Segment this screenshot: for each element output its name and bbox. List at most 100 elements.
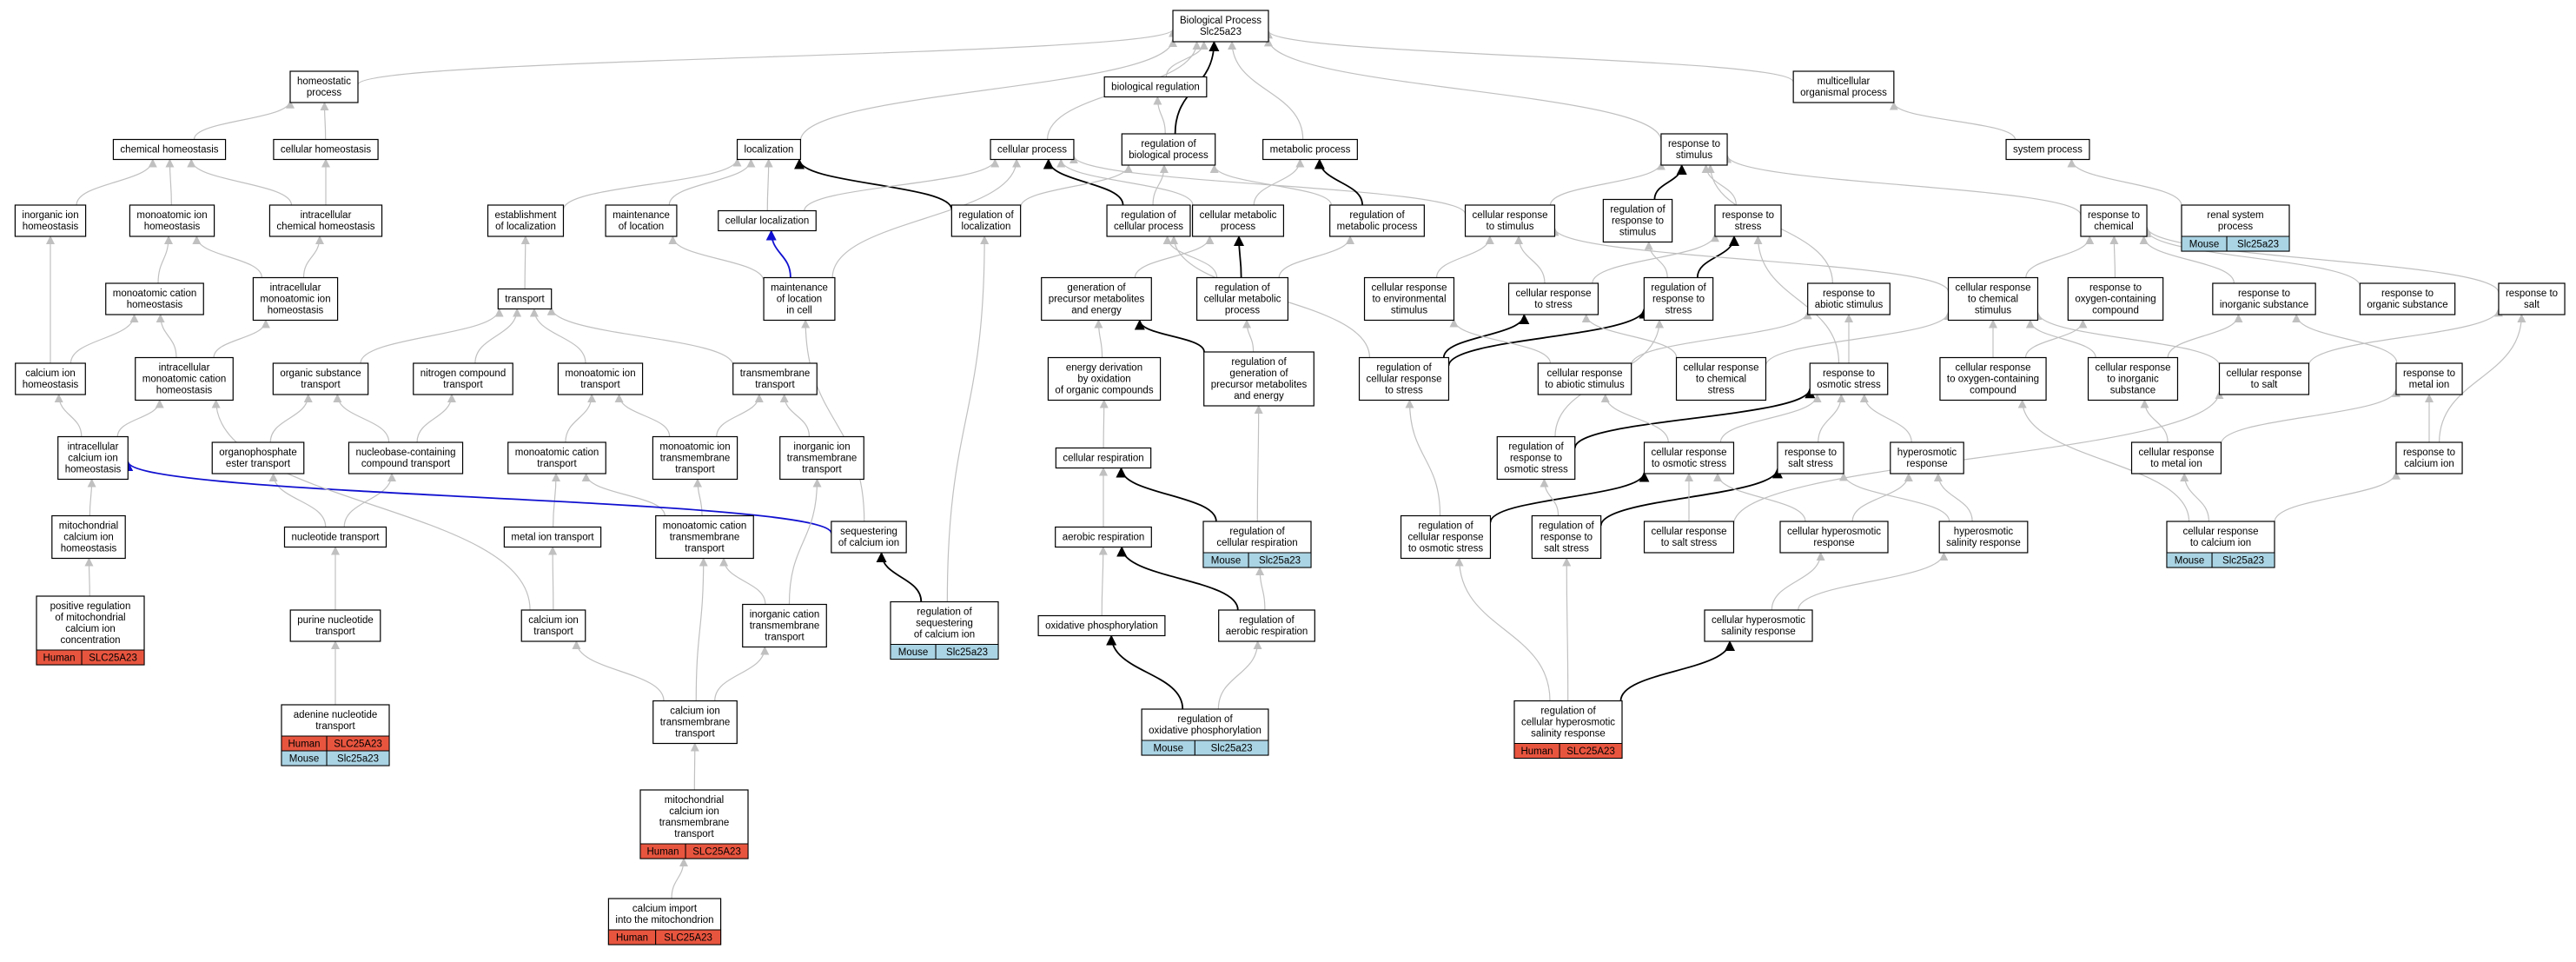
go-term-node[interactable]: biological regulation (1103, 76, 1208, 98)
go-term-node[interactable]: transport (497, 288, 553, 310)
go-term-node[interactable]: cellular homeostasis (273, 138, 379, 161)
go-term-node[interactable]: metal ion transport (503, 526, 602, 548)
go-term-node[interactable]: localization (736, 138, 802, 161)
go-term-node[interactable]: cellular process (990, 138, 1075, 161)
go-term-node[interactable]: cellular localization (718, 209, 817, 232)
go-term-node[interactable]: cellular respiration (1055, 447, 1152, 469)
node-label: cellular homeostasis (281, 145, 371, 156)
go-term-node[interactable]: system process (2005, 138, 2090, 161)
go-term-node[interactable]: metabolic process (1262, 138, 1358, 161)
go-term-node[interactable]: chemical homeostasis (112, 138, 227, 161)
go-term-node[interactable]: nucleotide transport (283, 526, 387, 548)
go-term-node[interactable]: aerobic respiration (1055, 526, 1152, 548)
go-term-node[interactable]: oxidative phosphorylation (1037, 614, 1166, 637)
is-a-edge (1162, 236, 1218, 278)
